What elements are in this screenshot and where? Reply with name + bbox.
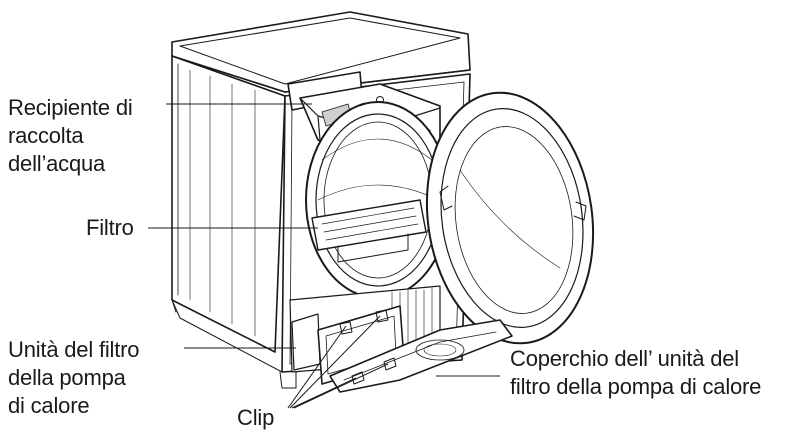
label-heat-pump-filter-cover: Coperchio dell’ unità del filtro della p… [510, 346, 762, 399]
leader-clip-3 [291, 377, 357, 409]
drum-filter [311, 199, 427, 263]
leader-clip-1 [287, 325, 347, 409]
leader-lines [148, 103, 500, 409]
dryer-left-side [171, 55, 286, 373]
leader-clip-4 [293, 363, 389, 409]
leader-clip-2 [289, 315, 381, 409]
label-filter: Filtro [86, 215, 134, 240]
label-heat-pump-filter-unit: Unità del filtro della pompa di calore [8, 337, 140, 418]
dryer-feet [171, 299, 297, 389]
open-door [425, 91, 595, 345]
heat-pump-filter-cover [329, 319, 513, 393]
label-clip: Clip [237, 405, 275, 430]
label-water-container: Recipiente di raccolta dell’acqua [8, 95, 133, 176]
